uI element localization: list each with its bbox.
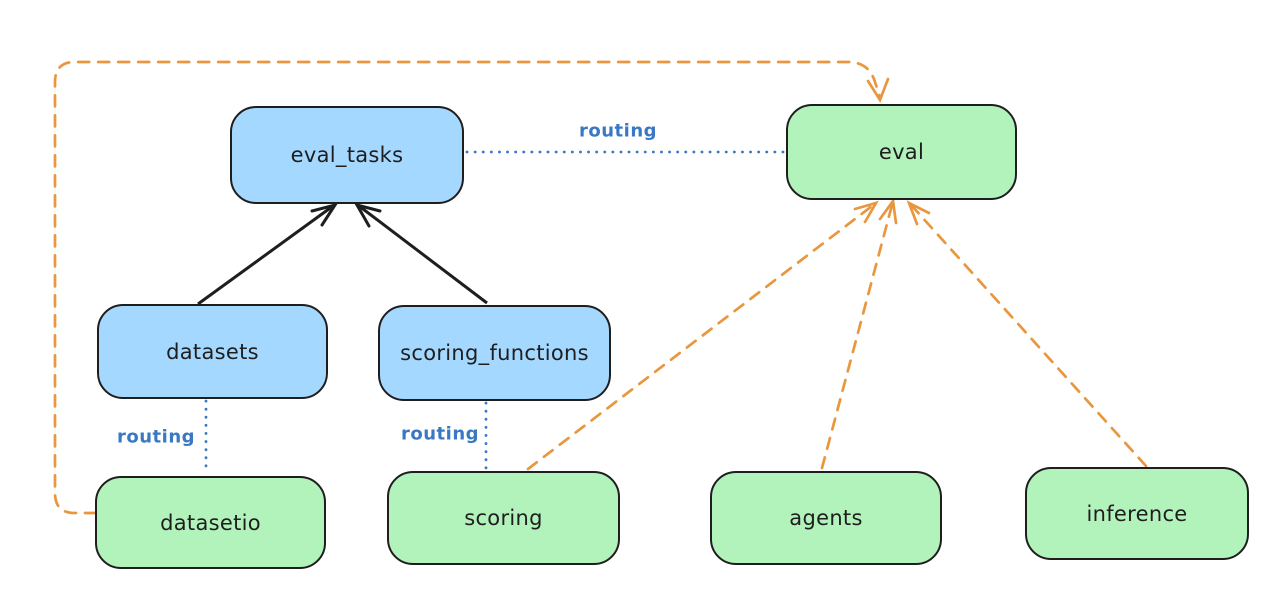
edge-inference-to-eval	[906, 200, 1148, 468]
node-datasets-label: datasets	[166, 339, 259, 364]
edge-agents-to-eval	[820, 197, 898, 470]
node-datasetio: datasetio	[95, 476, 326, 569]
routing-label-eval-tasks-eval: routing	[578, 120, 658, 142]
node-eval-tasks-label: eval_tasks	[290, 143, 404, 167]
edge-datasetio-to-eval	[53, 60, 890, 515]
node-eval-tasks: eval_tasks	[230, 106, 464, 204]
node-eval: eval	[786, 104, 1017, 200]
edge-scoring-functions-to-eval-tasks	[353, 202, 488, 305]
node-scoring-functions: scoring_functions	[378, 305, 611, 401]
edge-datasets-to-eval-tasks	[197, 202, 339, 306]
node-datasets: datasets	[97, 304, 328, 399]
node-inference: inference	[1025, 467, 1249, 560]
node-agents: agents	[710, 471, 942, 565]
node-scoring-functions-label: scoring_functions	[400, 341, 589, 365]
edge-scoring-to-eval	[526, 200, 879, 471]
node-agents-label: agents	[789, 506, 863, 530]
node-scoring-label: scoring	[464, 506, 543, 530]
routing-label-scoring-functions-scoring: routing	[400, 423, 480, 445]
routing-label-datasets-datasetio: routing	[116, 426, 196, 448]
node-eval-label: eval	[878, 140, 925, 164]
node-datasetio-label: datasetio	[160, 510, 261, 535]
node-inference-label: inference	[1086, 501, 1188, 526]
node-scoring: scoring	[387, 471, 620, 565]
